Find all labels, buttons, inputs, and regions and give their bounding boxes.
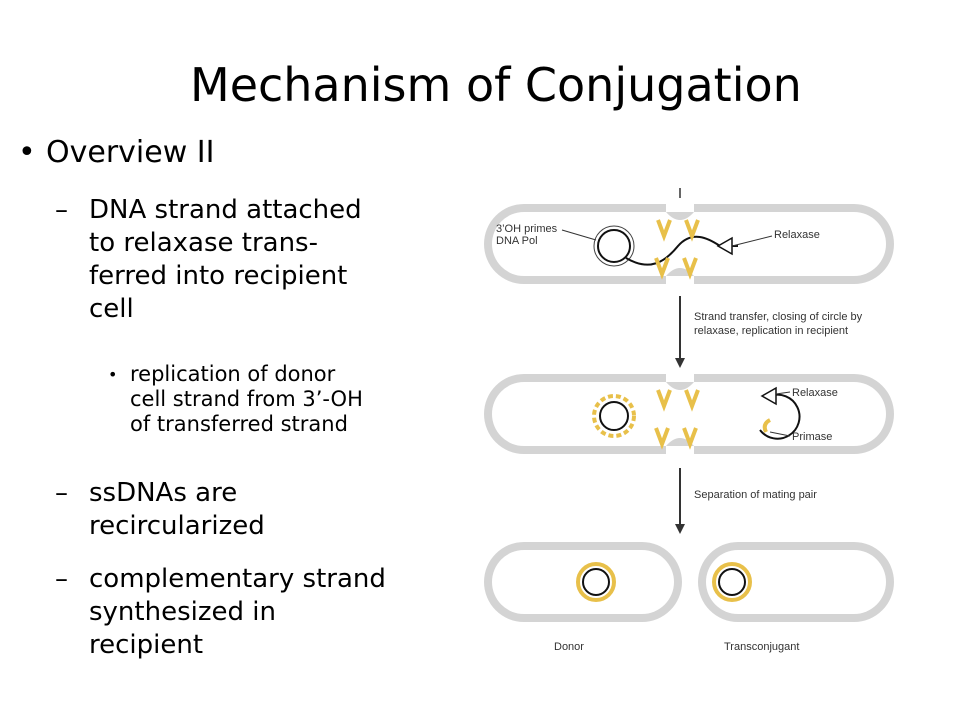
transconjugant-plasmid — [718, 568, 746, 596]
step1-label-line1: Strand transfer, closing of circle by — [694, 311, 863, 323]
item-line: cell — [89, 294, 134, 324]
sub-item-line: replication of donor — [130, 362, 336, 386]
pilus-bridge — [654, 389, 700, 450]
item-line: complementary strand — [89, 564, 386, 594]
dash-marker: – — [55, 478, 68, 508]
relaxase-label-top: Relaxase — [774, 229, 820, 241]
primes-label: 3’OH primes — [496, 223, 558, 235]
step-arrow-1: Strand transfer, closing of circle by re… — [675, 296, 863, 368]
constriction — [666, 382, 694, 390]
relaxase-marker — [760, 386, 777, 406]
list-item-complementary: – complementary strand synthesized in re… — [55, 563, 386, 662]
primase-label: Primase — [792, 431, 832, 443]
bullet-overview-label: Overview II — [46, 135, 215, 170]
item-line: synthesized in — [89, 597, 276, 627]
list-item-recircularized: – ssDNAs are recircularized — [55, 477, 265, 543]
separated-cells: Donor Transconjugant — [484, 542, 894, 653]
cell-inner — [492, 212, 886, 276]
dash-marker: – — [55, 564, 68, 594]
new-strand-primer — [762, 418, 771, 433]
sub-bullet-dot: • — [108, 365, 118, 384]
membrane-gap — [666, 446, 694, 454]
sub-item-replication: • replication of donor cell strand from … — [108, 362, 363, 437]
membrane-gap — [666, 276, 694, 284]
donor-label: Donor — [554, 641, 584, 653]
item-line: recipient — [89, 630, 204, 660]
arrow-head — [675, 524, 685, 534]
item-line: ssDNAs are — [89, 478, 238, 508]
label-leader — [775, 391, 791, 395]
transconjugant-cell-inner — [706, 550, 886, 614]
constriction — [666, 212, 694, 220]
membrane-gap — [666, 204, 694, 212]
donor-plasmid-replicating — [592, 394, 636, 438]
list-item-strand-transfer: – DNA strand attached to relaxase trans-… — [55, 194, 362, 326]
relaxase-label-mid: Relaxase — [792, 387, 838, 399]
donor-plasmid-new-strand — [576, 562, 616, 602]
item-line: DNA strand attached — [89, 195, 362, 225]
dnapol-label: DNA Pol — [496, 235, 538, 247]
item-line: ferred into recipient — [89, 261, 348, 291]
donor-plasmid-outer — [593, 225, 635, 267]
transconjugant-plasmid-new-strand — [712, 562, 752, 602]
label-leader — [731, 235, 773, 247]
mating-pair-middle: Relaxase Primase — [484, 374, 894, 454]
item-line: recircularized — [89, 511, 265, 541]
label-leader — [769, 431, 791, 437]
step2-label: Separation of mating pair — [694, 489, 817, 501]
transferred-strand — [625, 235, 738, 266]
donor-plasmid — [597, 229, 631, 263]
dash-marker: – — [55, 195, 68, 225]
recipient-circle-strand — [759, 393, 801, 440]
arrow-head — [675, 358, 685, 368]
transconjugant-label: Transconjugant — [724, 641, 799, 653]
donor-plasmid — [582, 568, 610, 596]
donor-plasmid — [599, 401, 629, 431]
conjugation-figure: 3’OH primes DNA Pol Relaxase Strand tran… — [484, 188, 894, 653]
label-leader — [561, 229, 597, 241]
step1-label-line2: relaxase, replication in recipient — [694, 325, 848, 337]
item-line: to relaxase trans- — [89, 228, 318, 258]
pilus-bridge — [654, 219, 700, 280]
sub-item-line: of transferred strand — [130, 412, 348, 436]
membrane-gap — [666, 374, 694, 382]
step-arrow-2: Separation of mating pair — [675, 468, 817, 534]
sub-item-line: cell strand from 3’-OH — [130, 387, 363, 411]
mating-pair-top: 3’OH primes DNA Pol Relaxase — [484, 188, 894, 284]
bullet-dot: • — [18, 135, 36, 170]
page-title: Mechanism of Conjugation — [190, 58, 802, 112]
